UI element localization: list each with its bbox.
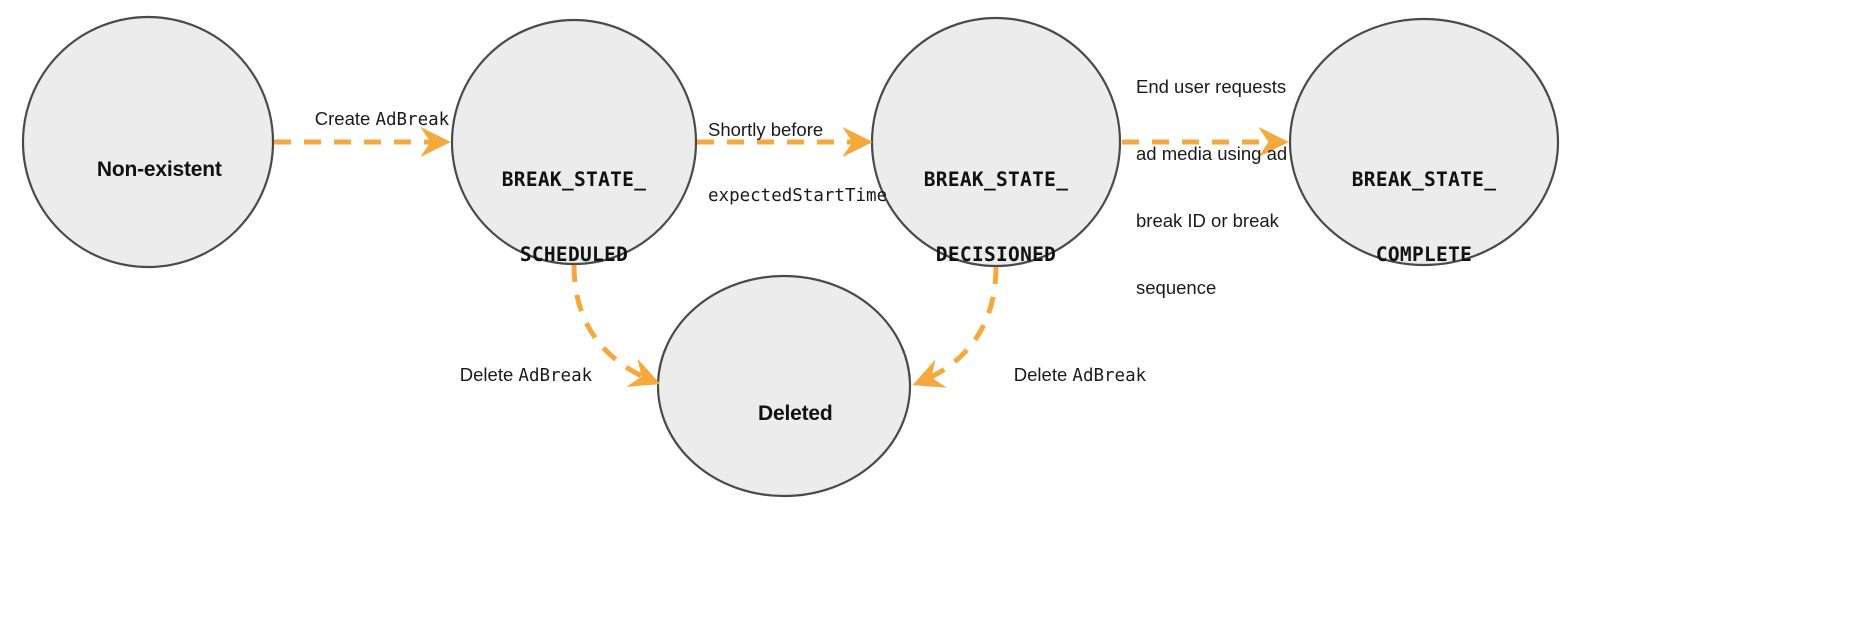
edge-label-create-adbreak: Create AdBreak xyxy=(314,108,450,131)
edge-delete-adbreak-from-scheduled[interactable] xyxy=(571,264,661,387)
edge-label-shortly-before-expected-start-time: Shortly before expectedStartTime xyxy=(708,118,888,206)
state-node-non-existent[interactable] xyxy=(21,15,275,269)
state-node-break-state-scheduled[interactable] xyxy=(450,18,698,266)
state-node-deleted[interactable] xyxy=(656,274,912,498)
edge-label-end-user-requests-ad-media: End user requests ad media using ad brea… xyxy=(1136,75,1288,298)
edge-label-delete-adbreak-from-decisioned: Delete AdBreak xyxy=(1013,364,1147,387)
state-node-break-state-complete[interactable] xyxy=(1288,17,1560,267)
edge-label-delete-adbreak-from-scheduled: Delete AdBreak xyxy=(459,364,593,387)
edge-delete-adbreak-from-decisioned[interactable] xyxy=(912,266,999,388)
state-node-break-state-decisioned[interactable] xyxy=(870,16,1122,268)
